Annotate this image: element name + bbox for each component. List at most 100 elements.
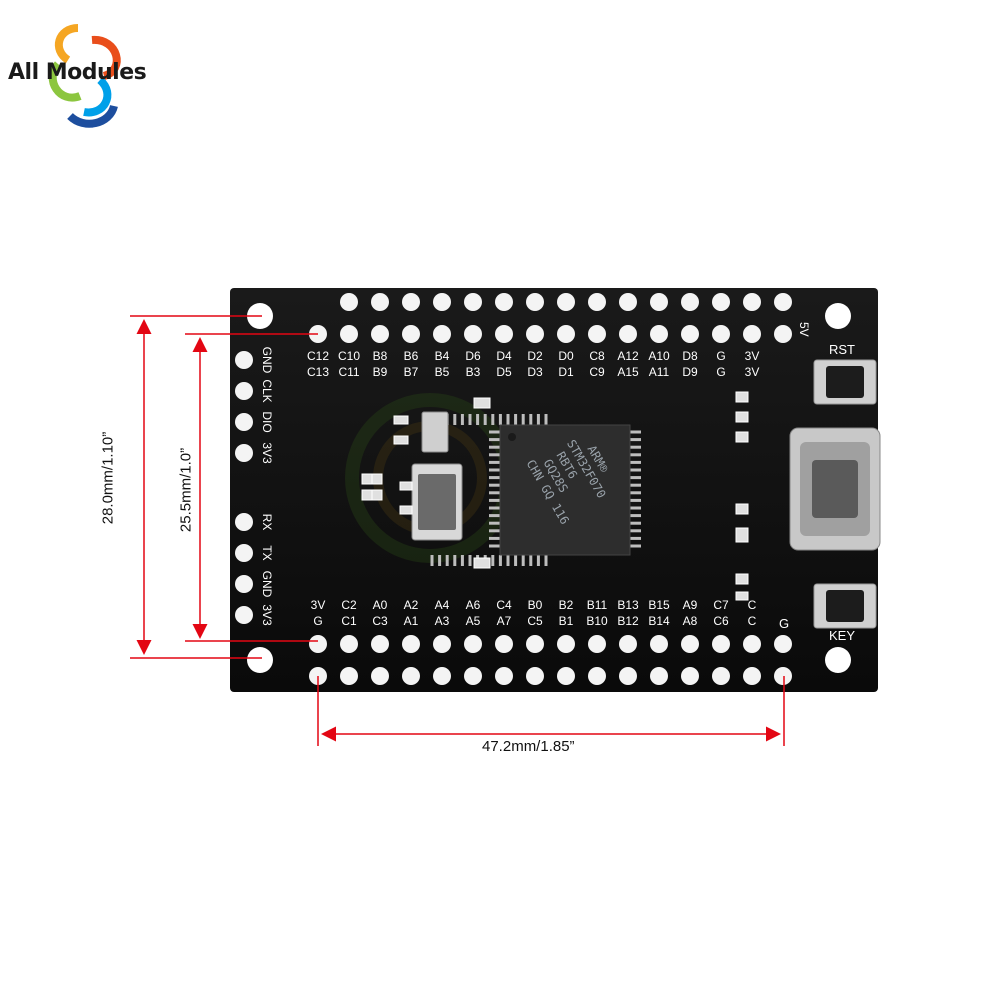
header-pin	[340, 325, 358, 343]
side-pin	[235, 575, 253, 593]
mount-hole-tr	[825, 303, 851, 329]
logo-text: All Modules	[8, 60, 147, 85]
height-inner-dimension-label: 25.5mm/1.0”	[177, 447, 195, 533]
rst-label: RST	[829, 342, 855, 357]
header-pin	[774, 293, 792, 311]
header-pin	[402, 325, 420, 343]
pin-label: B1	[559, 614, 574, 628]
header-pin	[495, 293, 513, 311]
side-pin	[235, 606, 253, 624]
header-pin	[371, 325, 389, 343]
header-pin	[464, 635, 482, 653]
mount-hole-br	[825, 647, 851, 673]
pin-label: D6	[465, 349, 481, 363]
header-pin	[340, 667, 358, 685]
pin-label: A12	[617, 349, 639, 363]
pin-label: C7	[713, 598, 729, 612]
side-pin-label: 3V3	[260, 442, 274, 464]
pin-label: A7	[497, 614, 512, 628]
pin-label: B6	[404, 349, 419, 363]
header-pin	[371, 635, 389, 653]
rst-button[interactable]	[813, 359, 877, 405]
bottom-header-pins	[309, 635, 792, 685]
pin-label: A3	[435, 614, 450, 628]
mount-hole-bl	[247, 647, 273, 673]
header-pin	[402, 293, 420, 311]
header-pin	[774, 635, 792, 653]
pin-label: A5	[466, 614, 481, 628]
pin-label: D9	[682, 365, 698, 379]
pin-label: B7	[404, 365, 419, 379]
pin-label: B4	[435, 349, 450, 363]
pin-label: B14	[648, 614, 670, 628]
header-pin	[619, 635, 637, 653]
header-pin	[495, 635, 513, 653]
header-pin	[526, 325, 544, 343]
logo-swirl-blue	[67, 104, 118, 128]
header-pin	[619, 293, 637, 311]
pin-label: C3	[372, 614, 388, 628]
height-outer-dimension-label: 28.0mm/1.10”	[99, 431, 117, 525]
side-pin-label: RX	[260, 514, 274, 531]
key-button[interactable]	[813, 583, 877, 629]
logo-swirl-orange	[54, 24, 79, 64]
pin-label: A4	[435, 598, 450, 612]
pin-label: A8	[683, 614, 698, 628]
pin-label: G	[716, 349, 725, 363]
header-pin	[681, 635, 699, 653]
header-pin	[557, 325, 575, 343]
header-pin	[774, 667, 792, 685]
pin-label: B9	[373, 365, 388, 379]
header-pin	[557, 293, 575, 311]
header-pin	[619, 325, 637, 343]
header-pin	[464, 325, 482, 343]
header-pin	[588, 635, 606, 653]
mcu-chip: ARM® STM32F070 RBT6 GQ28S CHN GQ 116	[430, 414, 641, 566]
header-pin	[774, 325, 792, 343]
pin-label: C6	[713, 614, 729, 628]
header-pin	[681, 325, 699, 343]
crystal-large-top	[418, 474, 456, 530]
header-pin	[650, 293, 668, 311]
header-pin	[371, 667, 389, 685]
pin-label: C	[748, 614, 757, 628]
pin-label: 3V	[745, 365, 760, 379]
header-pin	[433, 635, 451, 653]
pin-label: A2	[404, 598, 419, 612]
header-pin	[712, 635, 730, 653]
header-pin	[371, 293, 389, 311]
side-pin-label: 3V3	[260, 604, 274, 626]
side-pin	[235, 444, 253, 462]
logo-swirl-cyan	[83, 76, 112, 117]
pin-label: C5	[527, 614, 543, 628]
pin-label: D5	[496, 365, 512, 379]
pin-label: D1	[558, 365, 574, 379]
left-header-pins	[235, 351, 253, 624]
header-pin	[309, 635, 327, 653]
header-pin	[743, 635, 761, 653]
header-pin	[495, 325, 513, 343]
header-pin	[340, 635, 358, 653]
logo-swirl-green	[48, 61, 82, 102]
key-label: KEY	[829, 628, 855, 643]
pin-label: G	[313, 614, 322, 628]
header-pin	[340, 293, 358, 311]
all-modules-logo	[48, 24, 121, 128]
header-pin	[402, 635, 420, 653]
pin-label: G	[716, 365, 725, 379]
header-pin	[650, 667, 668, 685]
pin-label: A11	[649, 365, 670, 379]
pin-label: C10	[338, 349, 360, 363]
header-pin	[402, 667, 420, 685]
pin-label: C11	[338, 365, 359, 379]
pin-label: A1	[404, 614, 419, 628]
pin-label: A9	[683, 598, 698, 612]
header-pin	[712, 293, 730, 311]
header-pin	[743, 325, 761, 343]
pin-label: C13	[307, 365, 329, 379]
header-pin	[681, 293, 699, 311]
